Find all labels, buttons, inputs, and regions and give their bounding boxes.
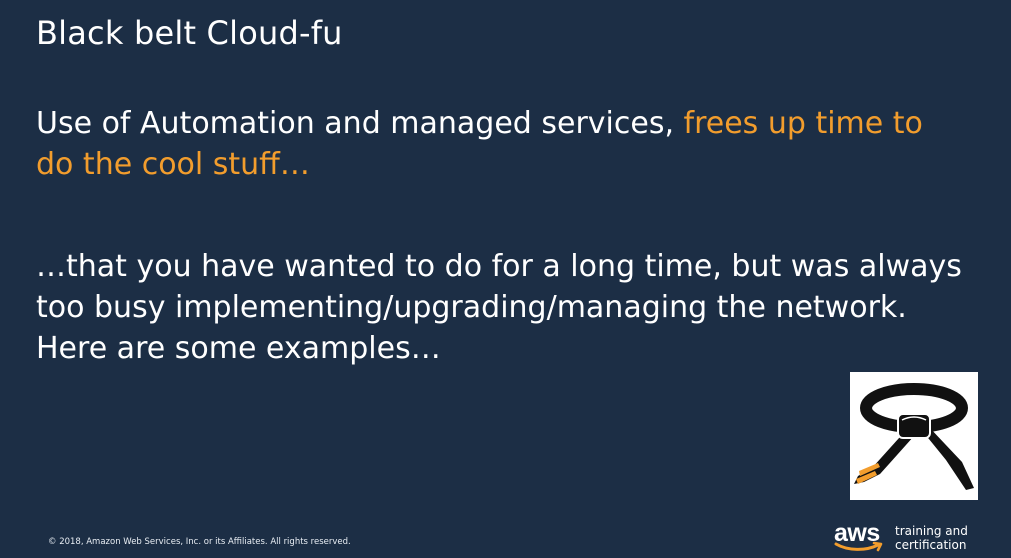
aws-logo-text: aws [834,519,880,547]
intro-text: Use of Automation and managed services, [36,106,684,141]
body-paragraph: …that you have wanted to do for a long t… [36,249,962,366]
black-belt-icon [854,383,974,490]
aws-logo-subtitle-line1: training and [895,524,968,538]
black-belt-image [850,372,978,500]
slide-title: Black belt Cloud-fu [36,14,343,52]
highlighted-text: frees up time to do the cool stuff… [36,106,923,182]
aws-logo-subtitle-line2: certification [895,538,967,552]
intro-paragraph: Use of Automation and managed services, … [36,103,966,185]
aws-logo: aws [834,520,886,554]
aws-smile-icon [834,541,883,552]
copyright-text: © 2018, Amazon Web Services, Inc. or its… [48,537,351,547]
aws-logo-subtitle: training and certification [895,524,968,552]
